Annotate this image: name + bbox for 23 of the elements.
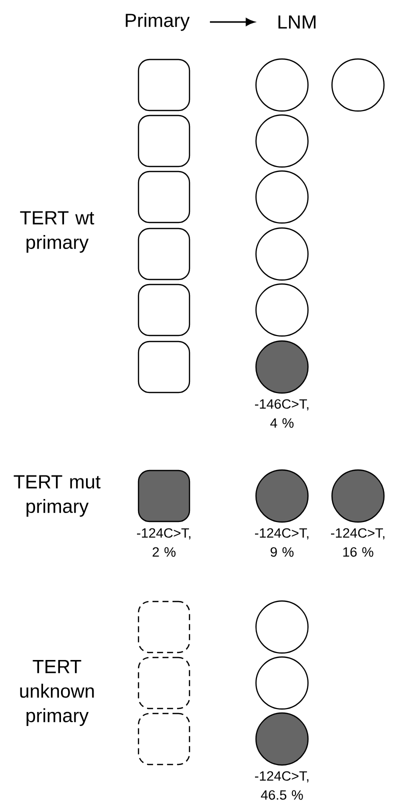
circle xyxy=(255,114,309,168)
circle xyxy=(331,469,385,523)
circle xyxy=(255,283,309,337)
circle xyxy=(255,58,309,112)
variant-label: -124C>T, 2 % xyxy=(137,528,190,557)
circle xyxy=(255,340,309,394)
column-header: LNM xyxy=(278,15,316,29)
variant-label: -146C>T, 4 % xyxy=(255,399,308,428)
circle xyxy=(255,712,309,766)
circle xyxy=(331,58,385,112)
variant-label: -124C>T, 9 % xyxy=(255,528,308,557)
variant-label: -124C>T, 16 % xyxy=(331,528,384,557)
column-header: Primary xyxy=(126,13,190,31)
group-label: TERT unknown primary xyxy=(20,660,94,726)
group-label: TERT wt primary xyxy=(20,211,94,253)
circle xyxy=(255,600,309,654)
group-label: TERT mut primary xyxy=(14,475,100,517)
circle xyxy=(255,656,309,710)
circle xyxy=(255,469,309,523)
circle xyxy=(255,227,309,281)
circle xyxy=(255,170,309,224)
arrow xyxy=(210,18,254,26)
variant-label: -124C>T, 46.5 % xyxy=(255,771,308,800)
